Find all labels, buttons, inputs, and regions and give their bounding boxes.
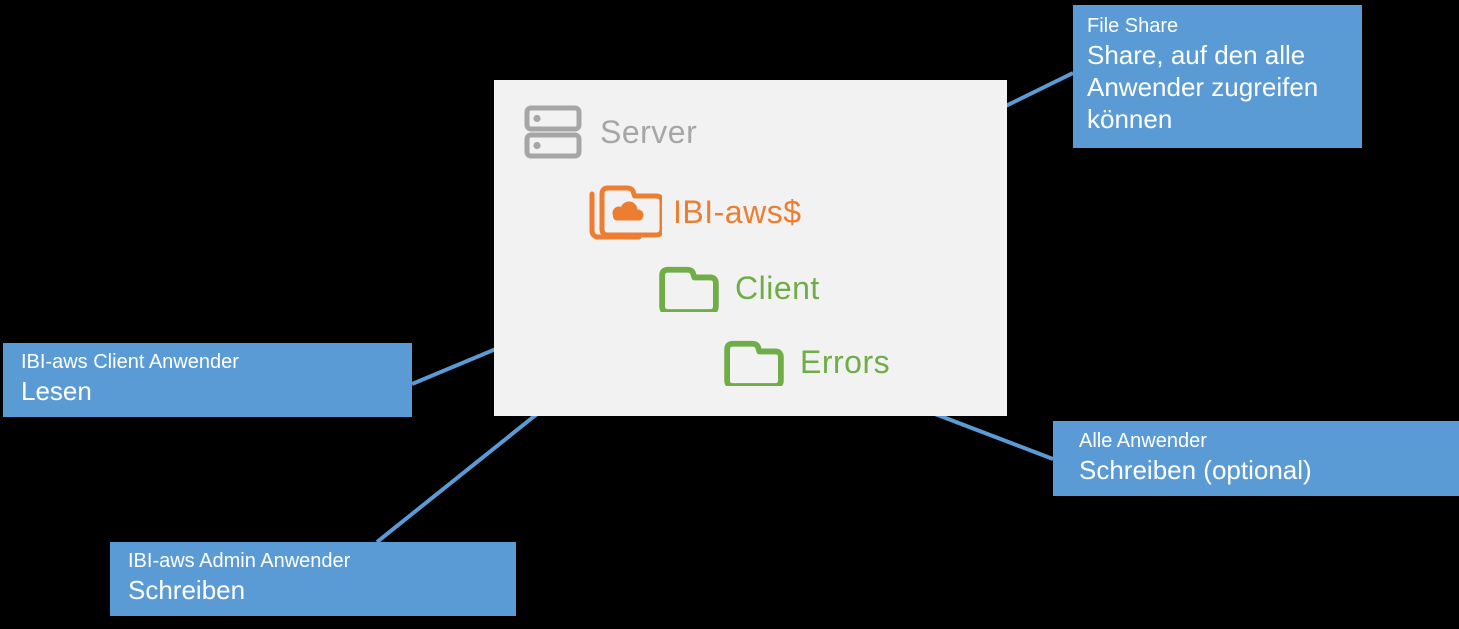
callout-title: IBI-aws Admin Anwender [128, 550, 351, 572]
cloud-glyph [612, 201, 644, 221]
callout-title: IBI-aws Client Anwender [21, 351, 239, 373]
callout-alle-anwender: Alle Anwender Schreiben (optional) [1053, 421, 1459, 496]
callout-client-anwender: IBI-aws Client Anwender Lesen [3, 343, 412, 417]
folder-ibi-aws-label: IBI-aws$ [673, 193, 802, 230]
callout-title: File Share [1087, 15, 1179, 37]
folder-client-label: Client [735, 269, 820, 306]
server-label: Server [600, 113, 698, 150]
callout-body: Lesen [21, 376, 92, 406]
folder-client: Client [657, 264, 820, 312]
folder-errors-label: Errors [800, 343, 891, 380]
callout-body: Schreiben [128, 575, 246, 605]
folder-icon [659, 266, 719, 312]
folder-ibi-aws: IBI-aws$ [588, 180, 801, 244]
server-row: Server [524, 105, 697, 159]
cloud-folder-icon [589, 185, 662, 240]
callout-file-share: File Share Share, auf den alle Anwender … [1073, 5, 1362, 148]
callout-body: Share, auf den alle Anwender zugreifen k… [1087, 40, 1319, 135]
folder-icon [724, 340, 784, 386]
callout-body: Schreiben (optional) [1079, 455, 1312, 485]
server-icon [524, 105, 582, 159]
folder-errors: Errors [722, 338, 890, 386]
server-panel: Server IBI-aws$ Client [494, 80, 1007, 416]
callout-admin-anwender: IBI-aws Admin Anwender Schreiben [110, 542, 516, 616]
callout-title: Alle Anwender [1079, 430, 1207, 452]
